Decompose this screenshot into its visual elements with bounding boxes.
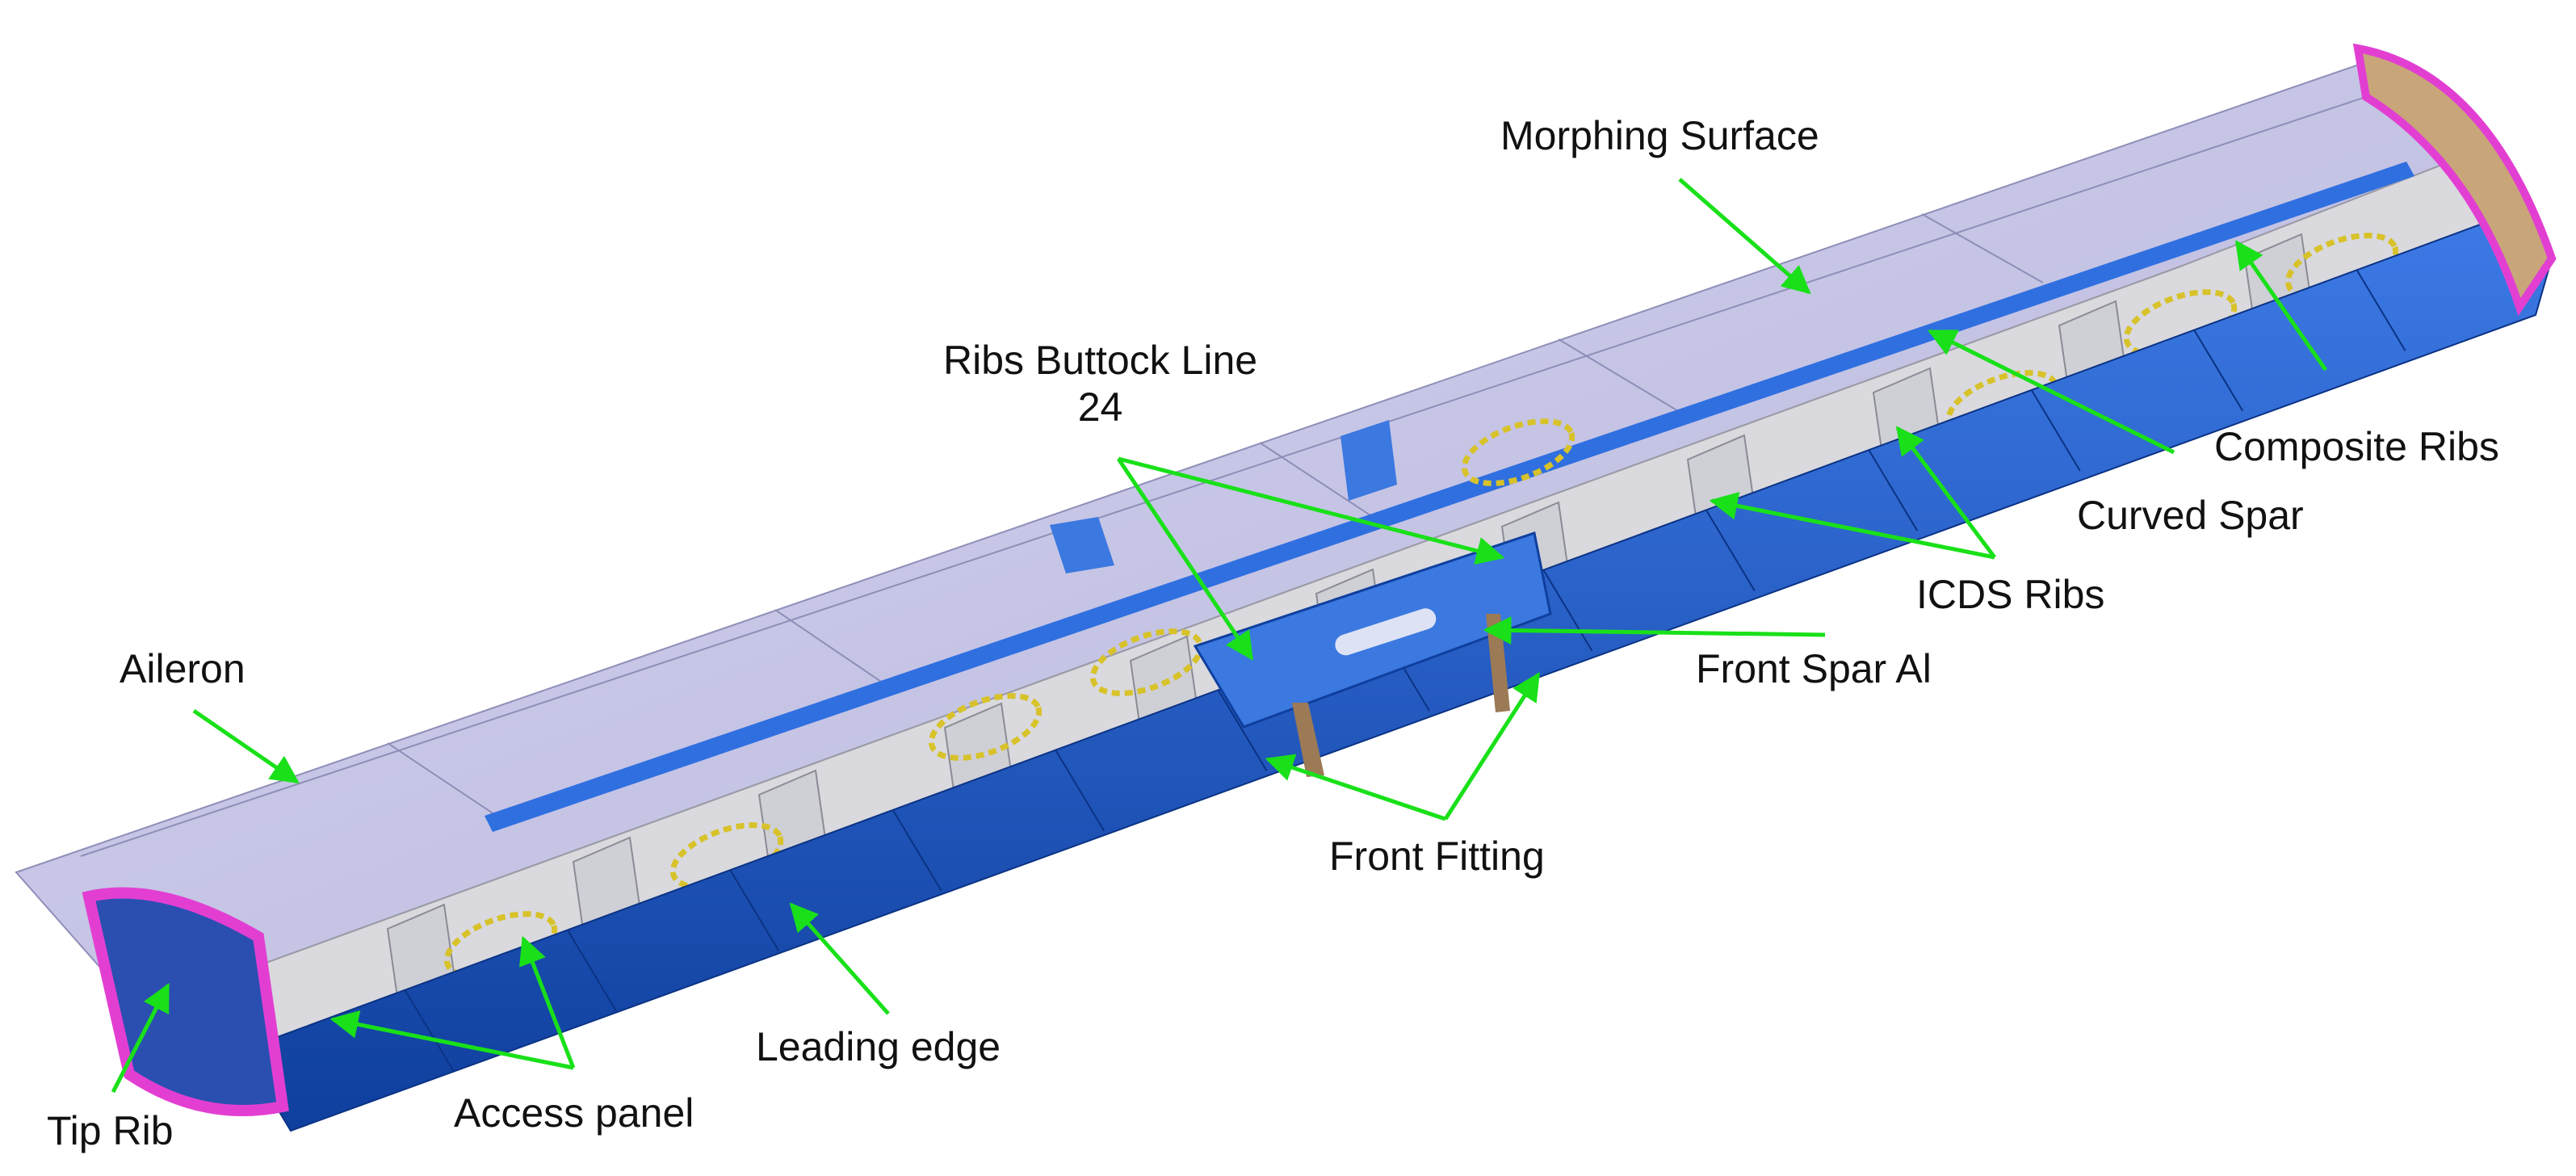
callout-arrow xyxy=(1927,329,2175,455)
label-front-fitting: Front Fitting xyxy=(1329,834,1545,879)
label-access-panel: Access panel xyxy=(454,1090,694,1136)
leading-edge-seam xyxy=(1868,449,1919,531)
label-icds-ribs: ICDS Ribs xyxy=(1916,572,2105,617)
cable-loop xyxy=(1461,418,1575,486)
label-ribs-buttock-line-number: 24 xyxy=(1077,384,1123,430)
leading-edge-seam xyxy=(566,929,617,1011)
label-leading-edge: Leading edge xyxy=(756,1024,1001,1069)
label-ribs-buttock-line: Ribs Buttock Line 24 xyxy=(943,338,1257,430)
callout-arrow xyxy=(789,902,890,1015)
leading-edge-seam xyxy=(2356,269,2406,351)
skin-panel-lines xyxy=(80,88,2391,857)
callout-arrow xyxy=(1483,615,1826,645)
curved-spar xyxy=(485,162,2414,832)
leading-edge-seam xyxy=(2030,389,2081,472)
cable-loop xyxy=(928,693,1043,761)
callout-arrow xyxy=(2234,240,2328,372)
leading-edge-seam xyxy=(1705,509,1756,591)
callout-arrow xyxy=(1678,178,1811,295)
leading-edge-seam xyxy=(2193,330,2244,412)
callout-arrow xyxy=(1265,754,1446,821)
callout-arrow xyxy=(1116,457,1254,661)
leading-edge-seam xyxy=(1217,689,1268,771)
callout-arrow xyxy=(329,1010,574,1070)
callout-arrow xyxy=(1895,426,1996,559)
label-front-spar-al: Front Spar Al xyxy=(1696,646,1932,691)
leading-edge-seam xyxy=(404,989,455,1072)
cable-loop xyxy=(1089,628,1204,696)
label-curved-spar: Curved Spar xyxy=(2077,493,2304,538)
label-tip-rib: Tip Rib xyxy=(47,1108,174,1153)
label-morphing-surface: Morphing Surface xyxy=(1500,113,1819,158)
front-fitting-block xyxy=(1050,420,1552,777)
callout-arrow xyxy=(111,982,170,1094)
leading-edge-seam xyxy=(1055,750,1105,832)
callout-arrow xyxy=(192,708,300,784)
leading-edge-seam xyxy=(1542,569,1593,652)
leading-edge-seam xyxy=(892,809,942,892)
callout-arrows xyxy=(111,178,2328,1094)
label-aileron: Aileron xyxy=(120,646,245,691)
callout-arrow xyxy=(519,935,576,1069)
callout-arrow xyxy=(1709,492,1995,560)
label-composite-ribs: Composite Ribs xyxy=(2214,424,2499,469)
tip-rib xyxy=(82,43,2557,1116)
label-ribs-buttock-line-text: Ribs Buttock Line xyxy=(943,338,1258,383)
callout-arrow xyxy=(1443,672,1541,821)
leading-edge-seam xyxy=(729,869,780,951)
callout-arrow xyxy=(1118,456,1505,565)
